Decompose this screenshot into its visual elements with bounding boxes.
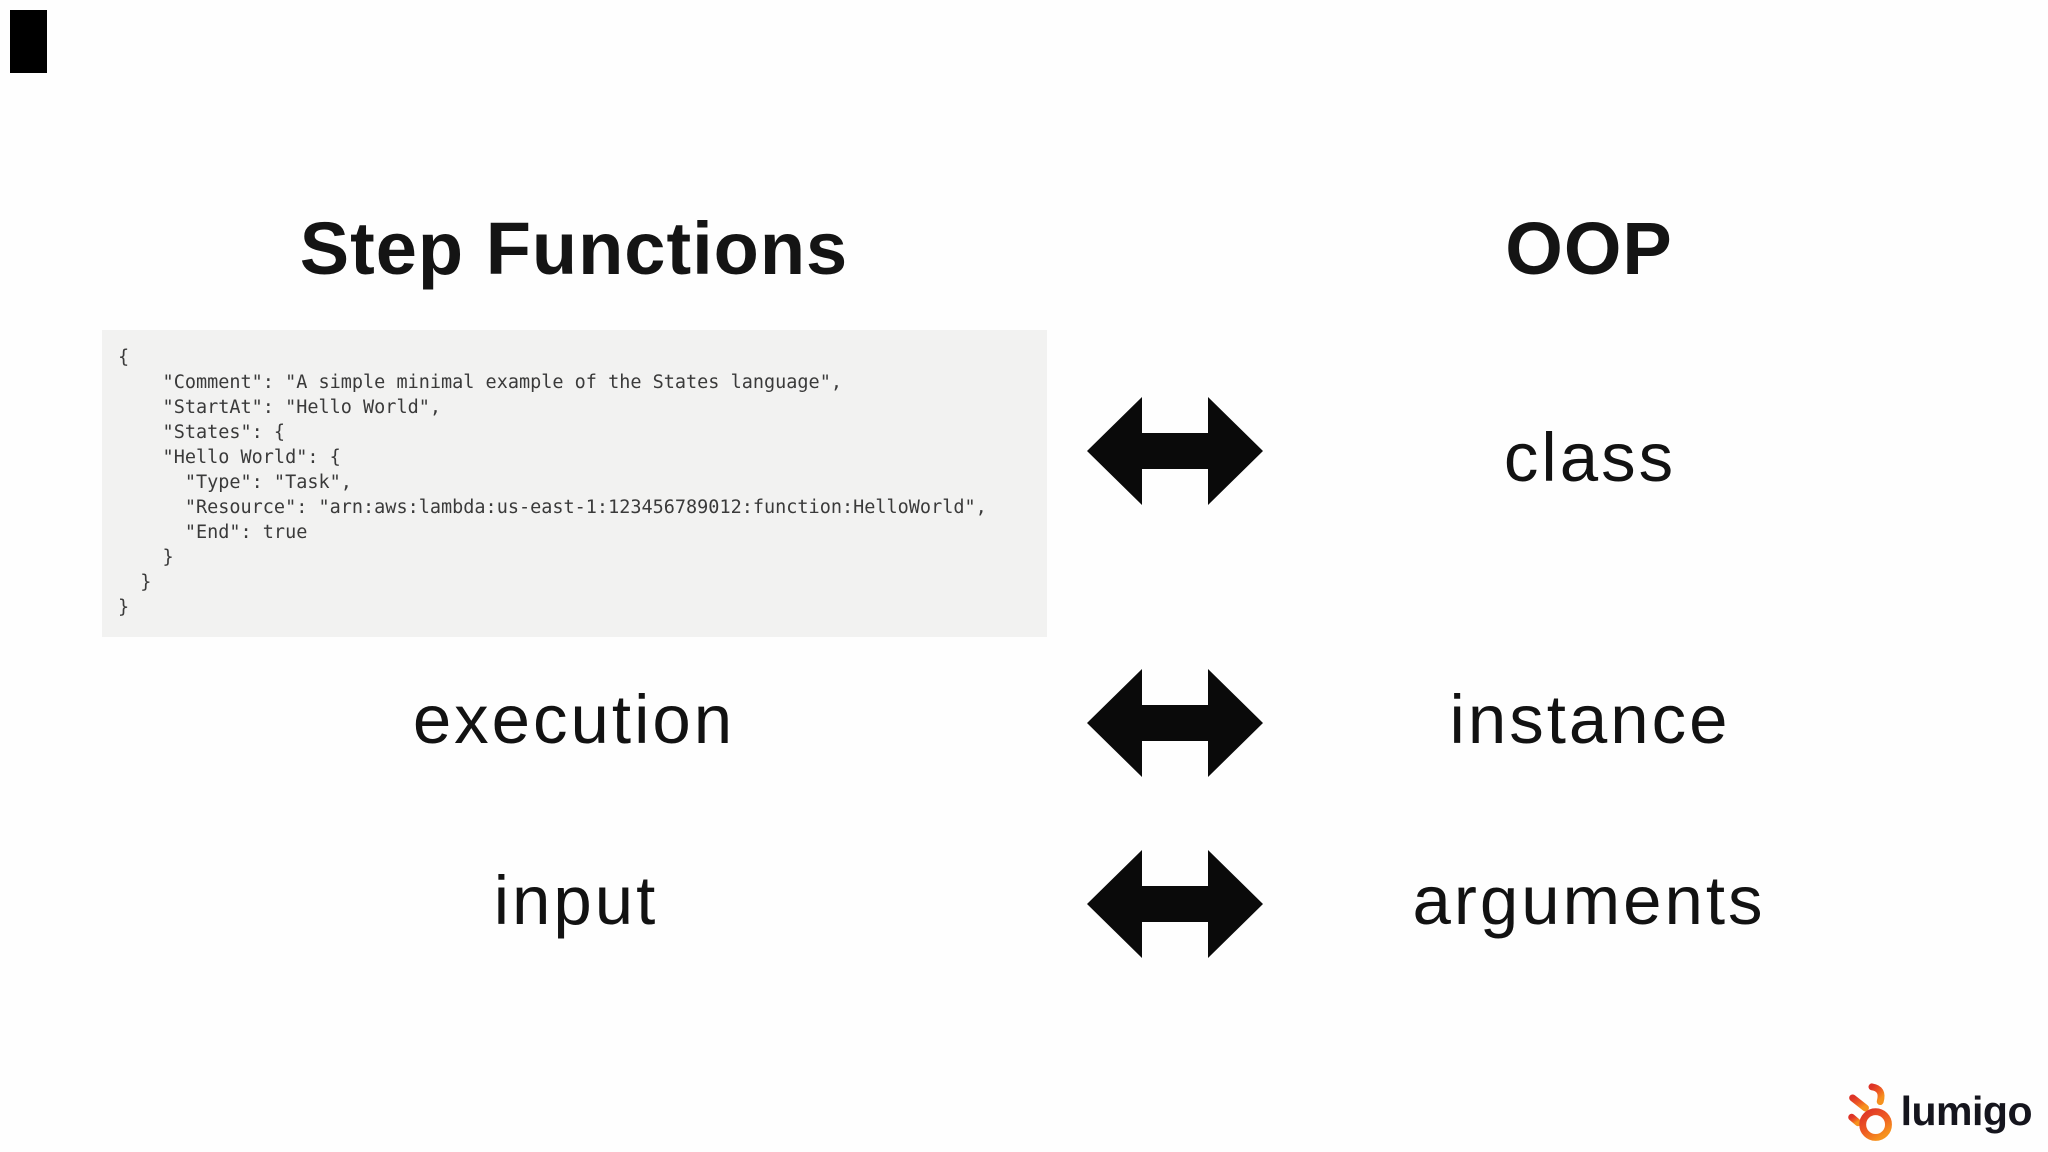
- lumigo-logo: lumigo: [1847, 1082, 2033, 1146]
- black-corner-mark: [10, 10, 47, 73]
- mapping-label-class: class: [1503, 419, 1677, 496]
- double-arrow-icon: [1087, 850, 1263, 958]
- mapping-label-input: input: [493, 862, 659, 939]
- code-block-text: { "Comment": "A simple minimal example o…: [118, 347, 987, 618]
- double-arrow-icon: [1087, 669, 1263, 777]
- mapping-label-instance: instance: [1449, 681, 1731, 758]
- code-block: { "Comment": "A simple minimal example o…: [102, 330, 1047, 637]
- left-column-title: Step Functions: [299, 207, 849, 290]
- double-arrow-icon: [1087, 397, 1263, 505]
- mapping-label-execution: execution: [412, 681, 736, 758]
- lumigo-logo-text: lumigo: [1900, 1087, 2033, 1134]
- mapping-label-arguments: arguments: [1412, 862, 1766, 939]
- lumigo-flame-icon: [1847, 1082, 1894, 1146]
- right-column-title: OOP: [1505, 207, 1673, 290]
